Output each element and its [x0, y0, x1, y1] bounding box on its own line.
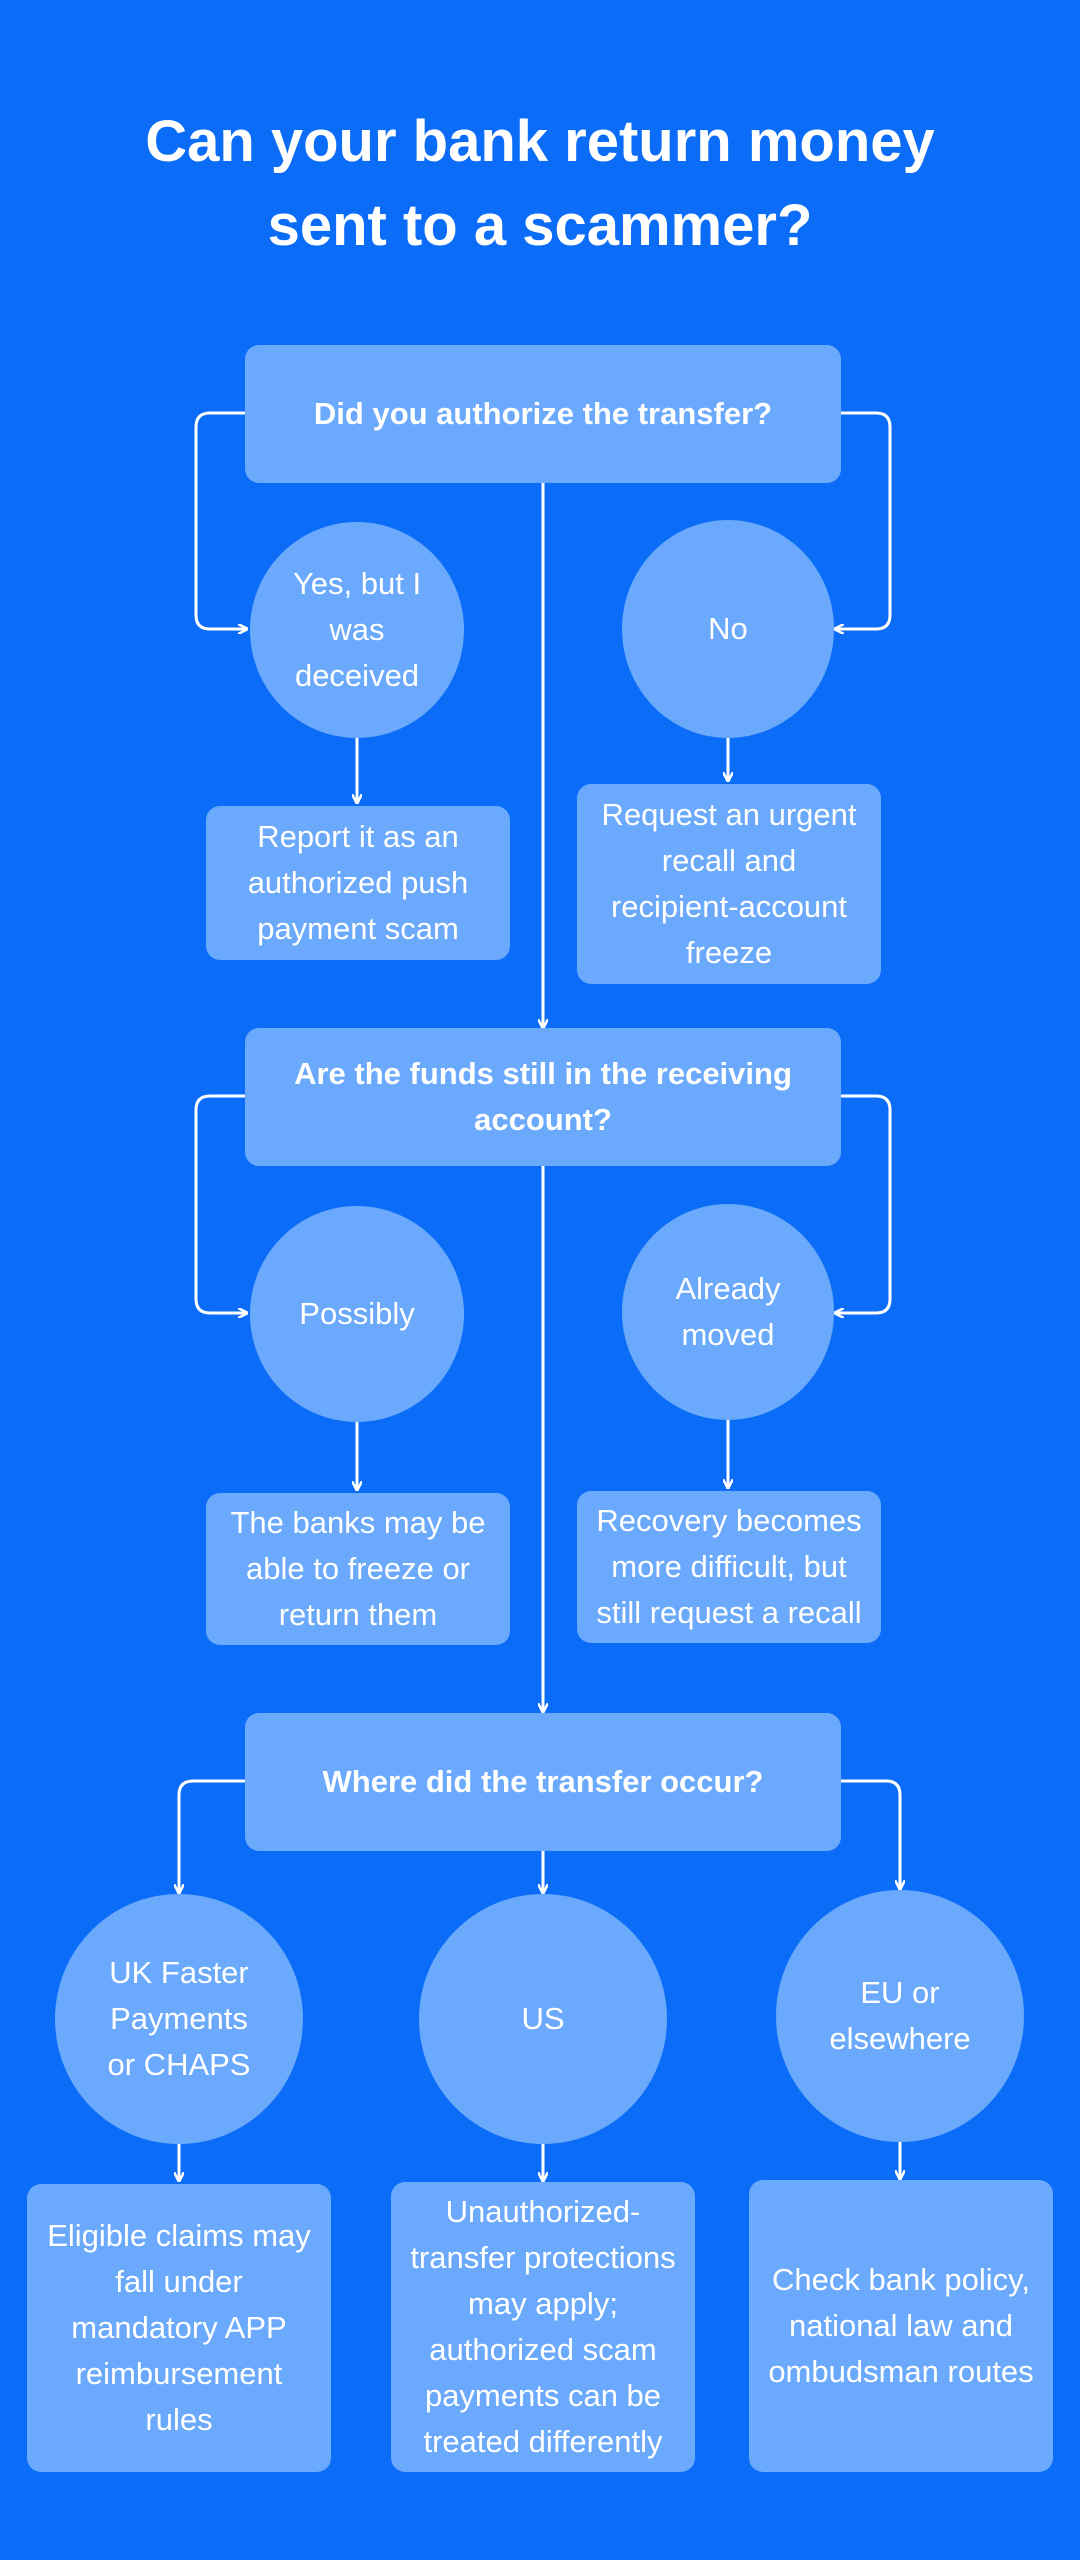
node-text-line: moved [681, 1317, 775, 1352]
node-text-line: may apply; [468, 2286, 618, 2321]
answer-no: No [622, 520, 834, 738]
node-text-line: UK Faster [109, 1955, 249, 1990]
node-text-line: recall and [661, 843, 797, 878]
title-line: sent to a scammer? [267, 193, 813, 258]
outcome-us-protections: Unauthorized- transfer protections may a… [391, 2182, 695, 2472]
node-text-line: was [329, 612, 385, 647]
question-authorized: Did you authorize the transfer? [245, 345, 841, 483]
node-text-line: able to freeze or [245, 1551, 471, 1586]
node-text-line: The banks may be [230, 1505, 486, 1540]
node-text-line: No [708, 611, 748, 646]
connector-q1-to-yes [194, 411, 246, 629]
node-text-line: Already [675, 1271, 781, 1306]
answer-uk-faster-payments: UK Faster Payments or CHAPS [55, 1894, 303, 2144]
answer-eu-elsewhere: EU or elsewhere [776, 1890, 1024, 2142]
node-text-line: return them [278, 1597, 438, 1632]
node-text-line: national law and [788, 2308, 1014, 2343]
node-text-line: Did you authorize the transfer? [313, 396, 773, 431]
outcome-check-policy: Check bank policy, national law and ombu… [749, 2180, 1053, 2472]
outcome-uk-app-reimbursement: Eligible claims may fall under mandatory… [27, 2184, 331, 2472]
node-text-line: fall under [115, 2264, 243, 2299]
node-text-line: Request an urgent [601, 797, 857, 832]
node-text-line: payments can be [424, 2378, 662, 2413]
node-text-line: elsewhere [829, 2021, 971, 2056]
node-text-line: still request a recall [596, 1595, 862, 1630]
node-text-line: Are the funds still in the receiving [294, 1056, 792, 1091]
node-text-line: Yes, but I [292, 566, 422, 601]
outcome-recovery-difficult: Recovery becomes more difficult, but sti… [577, 1491, 881, 1643]
connector-q3-to-eu [841, 1779, 900, 1888]
outcome-freeze-or-return: The banks may be able to freeze or retur… [206, 1493, 510, 1645]
answer-us: US [419, 1894, 667, 2144]
node-text-line: treated differently [423, 2424, 663, 2459]
node-text-line: authorized scam [429, 2332, 657, 2367]
node-text-line: rules [145, 2402, 213, 2437]
node-text-line: transfer protections [410, 2240, 676, 2275]
question-transfer-location: Where did the transfer occur? [245, 1713, 841, 1851]
connector-q3-to-uk [179, 1779, 245, 1892]
question-funds-remaining: Are the funds still in the receiving acc… [245, 1028, 841, 1166]
node-text-line: Unauthorized- [445, 2194, 641, 2229]
node-text-line: account? [474, 1102, 612, 1137]
node-text-line: EU or [860, 1975, 940, 2010]
title-line: Can your bank return money [145, 109, 935, 174]
page-title: Can your bank return money sent to a sca… [60, 100, 1020, 268]
connector-q2-to-moved [836, 1094, 892, 1313]
node-text-line: mandatory APP [71, 2310, 287, 2345]
node-text-line: Eligible claims may [47, 2218, 311, 2253]
node-text-line: payment scam [257, 911, 459, 946]
node-text-line: Recovery becomes [596, 1503, 862, 1538]
connector-q1-to-no [836, 411, 892, 629]
node-text-line: Possibly [299, 1296, 415, 1331]
node-text-line: reimbursement [75, 2356, 283, 2391]
connector-q2-to-possibly [194, 1094, 246, 1313]
node-text-line: ombudsman routes [768, 2354, 1034, 2389]
node-text-line: freeze [685, 935, 773, 970]
answer-already-moved: Already moved [622, 1204, 834, 1420]
node-text-line: Check bank policy, [772, 2262, 1030, 2297]
node-text-line: Where did the transfer occur? [322, 1764, 764, 1799]
node-text-line: Payments [110, 2001, 248, 2036]
node-text-line: US [521, 2001, 565, 2036]
answer-possibly: Possibly [250, 1206, 464, 1422]
node-text-line: deceived [294, 658, 420, 693]
outcome-urgent-recall: Request an urgent recall and recipient-a… [577, 784, 881, 984]
node-text-line: recipient-account [610, 889, 848, 924]
node-text-line: authorized push [247, 865, 469, 900]
outcome-report-app-scam: Report it as an authorized push payment … [206, 806, 510, 960]
node-text-line: more difficult, but [611, 1549, 847, 1584]
node-text-line: or CHAPS [107, 2047, 251, 2082]
node-text-line: Report it as an [257, 819, 459, 854]
answer-yes-deceived: Yes, but I was deceived [250, 522, 464, 738]
